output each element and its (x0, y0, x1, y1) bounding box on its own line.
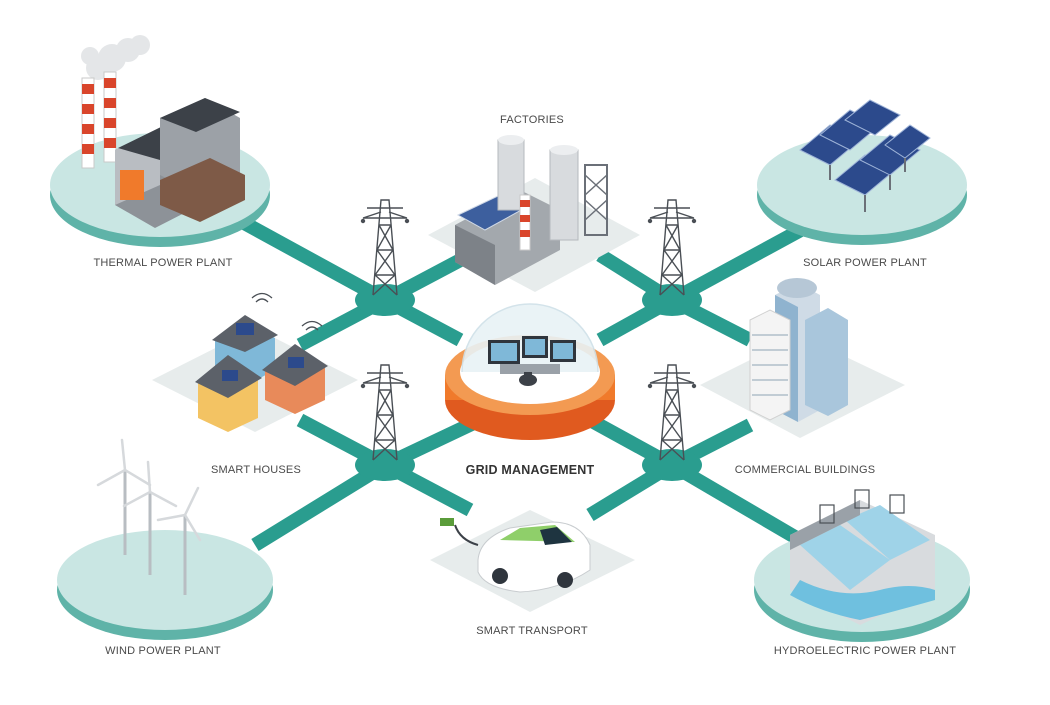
grid-management-hub (445, 303, 615, 440)
tower-top-left (360, 199, 410, 296)
tower-bottom-left (360, 364, 410, 461)
thermal-power-plant-label: THERMAL POWER PLANT (93, 257, 233, 269)
tower-bottom-right (647, 364, 697, 461)
smart-houses (152, 292, 358, 432)
wind-power-plant (57, 438, 273, 640)
wind-power-plant-label: WIND POWER PLANT (105, 645, 221, 657)
connection-thermal (231, 211, 389, 307)
junction-top-left (355, 284, 415, 316)
thermal-power-plant (50, 35, 270, 247)
junction-top-right (642, 284, 702, 316)
connection-hydro (668, 458, 804, 547)
commercial-buildings-label: COMMERCIAL BUILDINGS (734, 464, 876, 476)
wifi-icon (251, 292, 323, 331)
smart-transport-label: SMART TRANSPORT (476, 625, 588, 637)
connection-solar (668, 218, 814, 307)
solar-power-plant (757, 99, 967, 245)
hydroelectric-power-plant-label: HYDROELECTRIC POWER PLANT (773, 645, 957, 657)
factories-label: FACTORIES (500, 114, 564, 126)
grid-management-label: GRID MANAGEMENT (465, 463, 595, 477)
connection-wind (251, 459, 389, 551)
factories (428, 135, 640, 292)
junction-bottom-right (642, 449, 702, 481)
junctions (355, 284, 702, 481)
smart-houses-label: SMART HOUSES (210, 464, 302, 476)
smoke-icon (81, 35, 150, 80)
smart-transport (430, 510, 635, 612)
hydroelectric-power-plant (754, 489, 970, 642)
solar-power-plant-label: SOLAR POWER PLANT (803, 257, 927, 269)
plug-icon (440, 518, 454, 526)
commercial-buildings (700, 278, 905, 438)
tower-top-right (647, 199, 697, 296)
junction-bottom-left (355, 449, 415, 481)
